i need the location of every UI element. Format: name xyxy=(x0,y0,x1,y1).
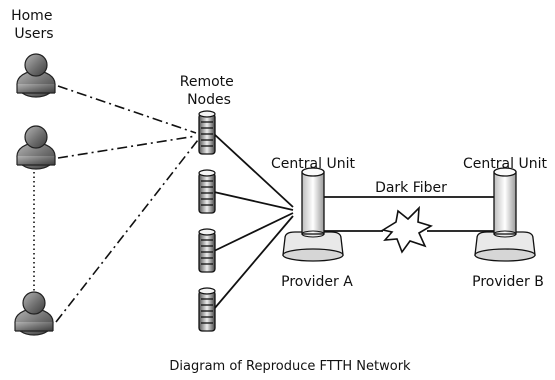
link-user-3 xyxy=(55,139,199,323)
link-user-2 xyxy=(57,135,197,159)
node-links xyxy=(213,133,294,310)
link-user-1 xyxy=(57,85,197,134)
provider-b-label: Provider B xyxy=(472,274,544,290)
home-users-label-line2: Users xyxy=(14,26,53,42)
remote-nodes-label-line1: Remote xyxy=(180,74,234,90)
remote-node-icon xyxy=(198,110,216,155)
central-unit-icon-a xyxy=(282,167,344,262)
link-node-2 xyxy=(213,191,294,211)
remote-node-icon xyxy=(198,287,216,332)
home-users-label-line1: Home xyxy=(11,8,52,24)
starburst-icon xyxy=(380,205,433,254)
central-unit-b-label: Central Unit xyxy=(463,156,547,172)
remote-nodes-label: Remote Nodes xyxy=(180,74,238,108)
link-node-1 xyxy=(213,133,294,208)
provider-a-label: Provider A xyxy=(281,274,353,290)
home-users-label: Home Users xyxy=(11,8,57,42)
person-icon xyxy=(16,53,56,98)
user-links xyxy=(55,85,199,323)
remote-node-icon xyxy=(198,169,216,214)
person-icon xyxy=(14,291,54,336)
remote-node-icon xyxy=(198,228,216,273)
link-node-4 xyxy=(213,215,294,310)
remote-nodes-label-line2: Nodes xyxy=(187,92,231,108)
person-icon xyxy=(16,125,56,170)
dark-fiber-label: Dark Fiber xyxy=(375,180,447,196)
diagram-caption: Diagram of Reproduce FTTH Network xyxy=(169,359,411,374)
central-unit-a-label: Central Unit xyxy=(271,156,355,172)
central-unit-icon-b xyxy=(474,167,536,262)
link-node-3 xyxy=(213,212,294,252)
